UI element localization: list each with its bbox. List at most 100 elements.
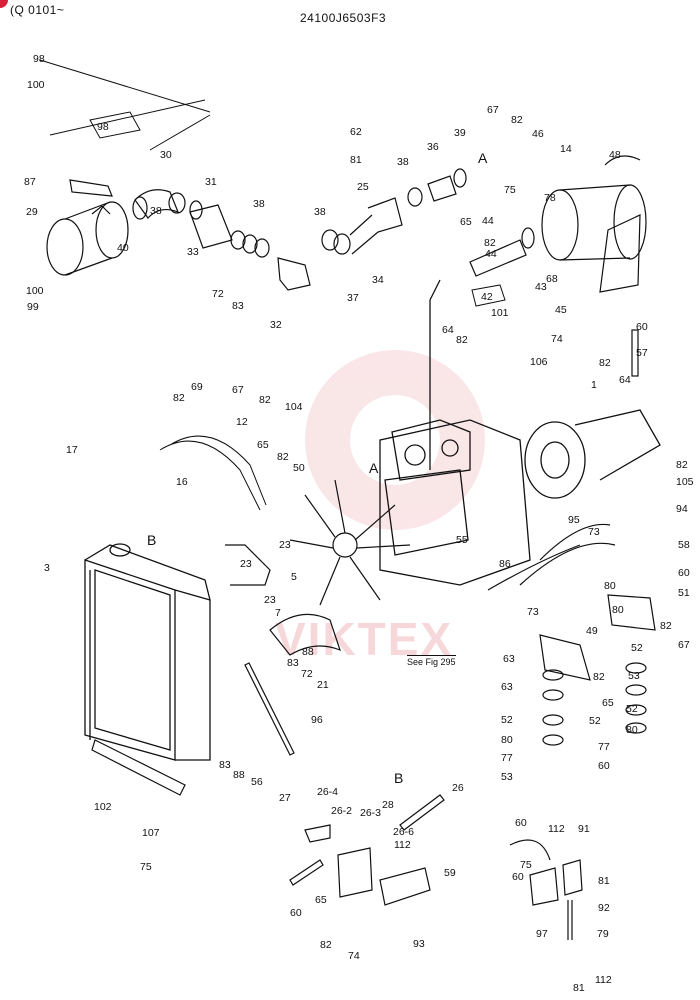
callout-label: 45 <box>555 304 567 316</box>
radiator <box>84 543 211 761</box>
callout-label: 46 <box>532 128 544 140</box>
mount-49 <box>539 634 591 681</box>
callout-label: 52 <box>589 715 601 727</box>
callout-label: 82 <box>660 620 672 632</box>
callout-label: 88 <box>233 769 245 781</box>
callout-label: 92 <box>598 902 610 914</box>
callout-label: 82 <box>593 671 605 683</box>
callout-label: 75 <box>520 859 532 871</box>
rubber-mounts <box>542 662 647 746</box>
callout-label: 58 <box>678 539 690 551</box>
callout-label: 25 <box>357 181 369 193</box>
callout-label: 64 <box>442 324 454 336</box>
callout-label: 38 <box>150 205 162 217</box>
callout-label: 60 <box>290 907 302 919</box>
callout-label: 60 <box>515 817 527 829</box>
serial-range: (Q 0101~ <box>10 3 65 17</box>
callout-label: 112 <box>394 839 411 851</box>
callout-label: 63 <box>501 681 513 693</box>
callout-label: 42 <box>481 291 493 303</box>
callout-label: 80 <box>604 580 616 592</box>
callout-label: 82 <box>484 237 496 249</box>
callout-label: 98 <box>33 53 45 65</box>
callout-label: 81 <box>573 982 585 994</box>
callout-label: 105 <box>676 476 694 488</box>
callout-label: 112 <box>595 974 612 986</box>
air-cleaner-bracket <box>39 59 211 151</box>
callout-label: 65 <box>460 216 472 228</box>
callout-label: 82 <box>599 357 611 369</box>
callout-label: 30 <box>160 149 172 161</box>
callout-label: 81 <box>598 875 610 887</box>
callout-label: 67 <box>232 384 244 396</box>
callout-label: 82 <box>456 334 468 346</box>
callout-label: 17 <box>66 444 78 456</box>
callout-label: 80 <box>501 734 513 746</box>
callout-label: 112 <box>548 823 565 835</box>
callout-label: B <box>147 532 156 548</box>
callout-label: 64 <box>619 374 631 386</box>
callout-label: 99 <box>27 301 39 313</box>
callout-label: 91 <box>578 823 590 835</box>
callout-label: 26-6 <box>393 826 414 838</box>
callout-label: 107 <box>142 827 160 839</box>
callout-label: 77 <box>501 752 513 764</box>
callout-label: 98 <box>97 121 109 133</box>
hose-60-b <box>399 794 445 831</box>
callout-label: 56 <box>251 776 263 788</box>
callout-label: 104 <box>285 401 303 413</box>
callout-label: 16 <box>176 476 188 488</box>
callout-label: 78 <box>544 192 556 204</box>
callout-label: 14 <box>560 143 572 155</box>
callout-label: 28 <box>382 799 394 811</box>
callout-label: B <box>394 770 403 786</box>
callout-label: 75 <box>504 184 516 196</box>
mount-51 <box>607 594 656 631</box>
callout-label: 38 <box>314 206 326 218</box>
callout-label: 26-4 <box>317 786 338 798</box>
callout-label: 73 <box>588 526 600 538</box>
callout-label: 23 <box>279 539 291 551</box>
callout-label: 82 <box>511 114 523 126</box>
callout-label: 52 <box>501 714 513 726</box>
hose-59 <box>289 859 324 886</box>
callout-label: 80 <box>612 604 624 616</box>
callout-label: 96 <box>311 714 323 726</box>
callout-label: 83 <box>219 759 231 771</box>
callout-label: 49 <box>586 625 598 637</box>
callout-label: 1 <box>591 379 597 391</box>
callout-label: 60 <box>512 871 524 883</box>
callout-label: 82 <box>259 394 271 406</box>
callout-label: 67 <box>487 104 499 116</box>
callout-label: 102 <box>94 801 112 813</box>
elbow-32 <box>277 257 311 291</box>
reserve-tank-26 <box>304 824 431 906</box>
callout-label: 29 <box>26 206 38 218</box>
separator-92 <box>509 839 583 940</box>
pipe-31 <box>189 200 233 249</box>
stay-57 <box>631 329 639 377</box>
callout-label: 67 <box>678 639 690 651</box>
callout-label: 36 <box>427 141 439 153</box>
callout-label: 39 <box>454 127 466 139</box>
callout-label: 60 <box>678 567 690 579</box>
callout-label: 65 <box>315 894 327 906</box>
callout-label: 83 <box>232 300 244 312</box>
callout-label: 48 <box>609 149 621 161</box>
callout-label: 38 <box>397 156 409 168</box>
callout-label: 74 <box>348 950 360 962</box>
callout-label: 44 <box>482 215 494 227</box>
callout-label: 74 <box>551 333 563 345</box>
pipe-36 <box>407 168 467 207</box>
callout-label: 23 <box>240 558 252 570</box>
callout-label: 60 <box>636 321 648 333</box>
callout-label: 65 <box>602 697 614 709</box>
callout-label: 55 <box>456 534 468 546</box>
callout-label: 101 <box>491 307 509 319</box>
callout-label: 88 <box>302 646 314 658</box>
callout-label: 63 <box>503 653 515 665</box>
muffler <box>541 155 647 293</box>
air-cleaner <box>46 179 129 276</box>
